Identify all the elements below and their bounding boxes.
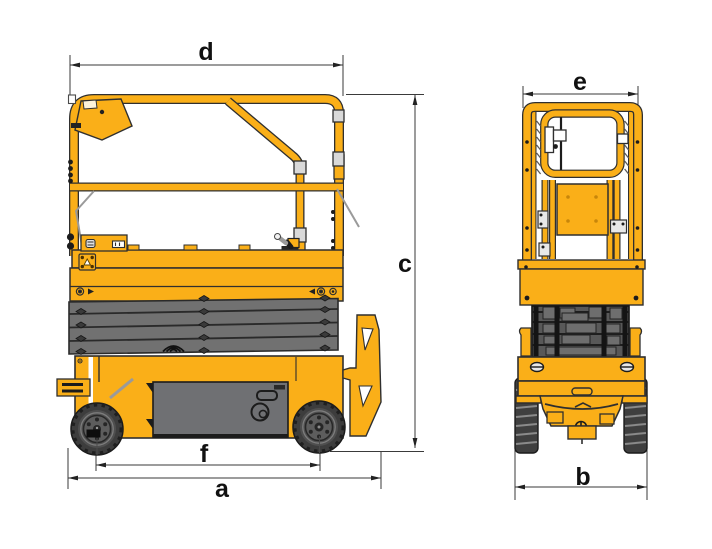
svg-text:d: d [198,38,213,66]
svg-text:f: f [200,440,209,468]
svg-text:b: b [575,463,590,491]
svg-text:c: c [398,250,412,278]
svg-text:a: a [215,475,230,503]
svg-text:e: e [573,68,587,96]
